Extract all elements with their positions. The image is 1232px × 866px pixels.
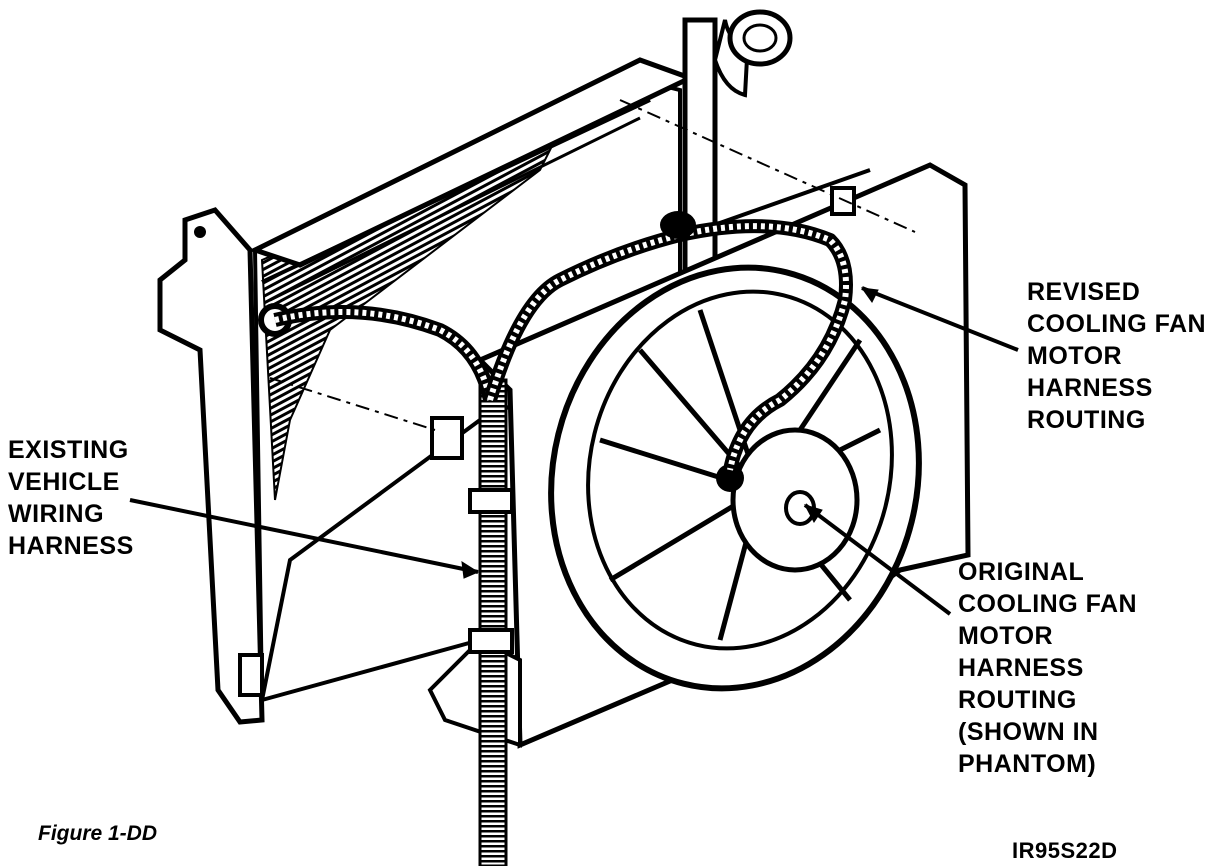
existing-wiring-harness xyxy=(273,305,514,866)
revised-harness-routing xyxy=(483,186,856,472)
label-line: EXISTING xyxy=(8,436,129,464)
label-line: REVISED xyxy=(1027,278,1141,306)
label-line: VEHICLE xyxy=(8,468,120,496)
leader-revised xyxy=(861,286,1019,352)
label-line: MOTOR xyxy=(958,622,1054,650)
leader-existing-arrow xyxy=(461,561,480,579)
radiator-filler-cap xyxy=(682,9,793,273)
radiator-left-tank xyxy=(157,207,292,725)
label-line: ROUTING xyxy=(1027,406,1146,434)
leader-original xyxy=(803,503,952,616)
label-line: WIRING xyxy=(8,500,105,528)
leader-revised-arrow xyxy=(860,287,879,303)
label-line: COOLING FAN xyxy=(1027,310,1207,338)
label-line: (SHOWN IN xyxy=(958,718,1099,746)
label-line: ROUTING xyxy=(958,686,1077,714)
phantom-line-upper xyxy=(619,99,916,233)
figure-caption: Figure 1-DD xyxy=(38,822,158,845)
fan-assembly xyxy=(548,264,922,692)
label-existing-vehicle-wiring-harness: EXISTING VEHICLE WIRING HARNESS xyxy=(8,434,134,562)
label-line: ORIGINAL xyxy=(958,558,1085,586)
label-revised-harness-routing: REVISED COOLING FAN MOTOR HARNESS ROUTIN… xyxy=(1027,276,1206,436)
figure-code: IR95S22D xyxy=(1012,838,1118,863)
leader-lines xyxy=(129,99,1019,616)
label-line: COOLING FAN xyxy=(958,590,1138,618)
label-line: HARNESS xyxy=(1027,374,1153,402)
leader-original-arrow xyxy=(804,504,823,523)
leader-existing xyxy=(129,498,479,574)
label-line: HARNESS xyxy=(958,654,1084,682)
label-line: MOTOR xyxy=(1027,342,1123,370)
label-line: HARNESS xyxy=(8,532,134,560)
label-original-harness-routing: ORIGINAL COOLING FAN MOTOR HARNESS ROUTI… xyxy=(958,556,1137,780)
label-line: PHANTOM) xyxy=(958,750,1097,778)
